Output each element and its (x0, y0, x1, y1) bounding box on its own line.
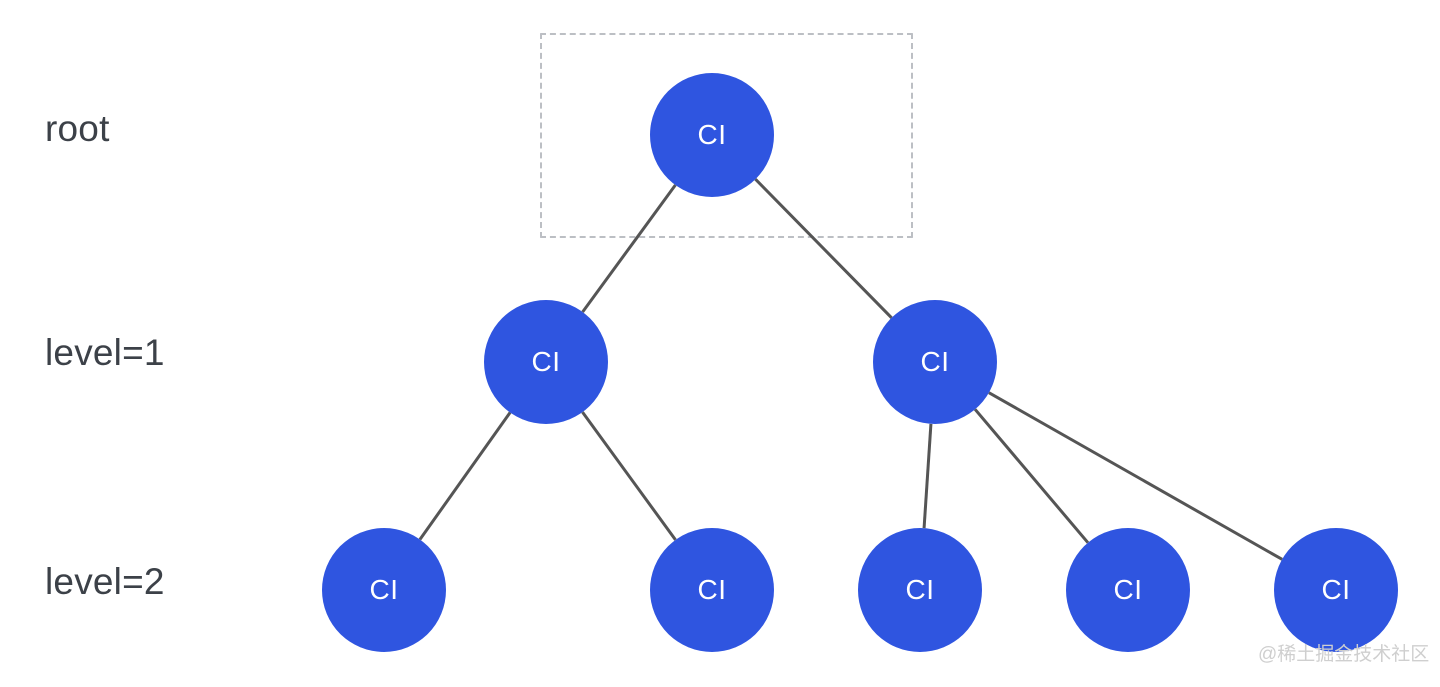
node-l2-c[interactable]: CI (858, 528, 982, 652)
root-highlight-box (540, 33, 913, 238)
node-root[interactable]: CI (650, 73, 774, 197)
row-label-level-1: level=1 (45, 332, 165, 373)
node-label: CI (531, 346, 561, 377)
node-l1-b[interactable]: CI (873, 300, 997, 424)
node-label: CI (1113, 574, 1143, 605)
node-label: CI (369, 574, 399, 605)
row-label-root: root (45, 108, 110, 149)
node-l2-d[interactable]: CI (1066, 528, 1190, 652)
node-label: CI (920, 346, 950, 377)
node-l2-a[interactable]: CI (322, 528, 446, 652)
node-l1-a[interactable]: CI (484, 300, 608, 424)
edge-l1-b-to-l2-e (988, 391, 1283, 561)
row-label-level-2: level=2 (45, 561, 165, 602)
node-label: CI (697, 119, 727, 150)
edge-root-to-l1-b (754, 178, 893, 319)
edge-l1-a-to-l2-a (418, 411, 512, 541)
node-label: CI (697, 574, 727, 605)
edge-l1-a-to-l2-b (581, 411, 677, 541)
node-l2-e[interactable]: CI (1274, 528, 1398, 652)
edge-l1-b-to-l2-c (922, 423, 933, 529)
watermark: @稀土掘金技术社区 (1258, 644, 1430, 665)
node-label: CI (905, 574, 935, 605)
edge-l1-b-to-l2-d (973, 408, 1090, 544)
edge-root-to-l1-a (581, 184, 677, 313)
node-label: CI (1321, 574, 1351, 605)
node-l2-b[interactable]: CI (650, 528, 774, 652)
